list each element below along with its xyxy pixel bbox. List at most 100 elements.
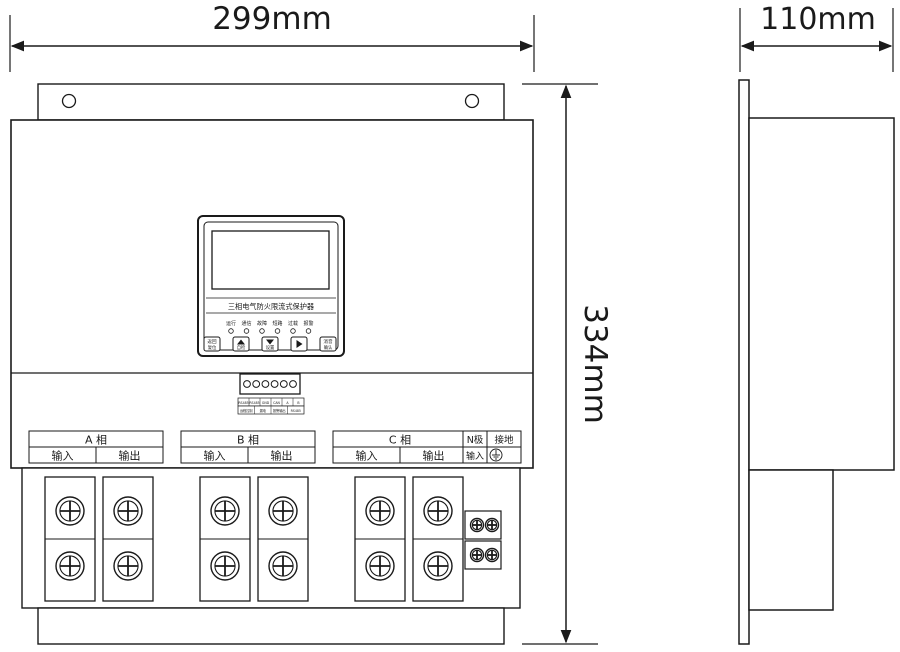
panel-button-1[interactable]: 自检	[232, 336, 250, 352]
screw-icon	[469, 517, 485, 533]
screw-icon	[113, 551, 143, 581]
terminal-group-1	[199, 476, 309, 602]
device-title: 三相电气防火限流式保护器	[228, 302, 314, 311]
indicator-led: 报警	[303, 320, 314, 334]
connector-top-label: RS485	[249, 401, 259, 405]
phase-table-2: C 相输入 输出	[332, 430, 468, 464]
screw-icon	[210, 496, 240, 526]
phase-table-1: B 相输入 输出	[180, 430, 316, 464]
side-mounting-plate	[738, 79, 750, 645]
indicator-led: 短路	[272, 320, 283, 334]
panel-button-3[interactable]	[290, 336, 308, 352]
phase-title: B 相	[237, 434, 259, 447]
led-dot-icon	[259, 328, 265, 334]
screw-icon	[55, 551, 85, 581]
top-mounting-bracket	[37, 83, 505, 121]
indicator-led: 故障	[257, 320, 267, 334]
indicator-label: 故障	[257, 320, 267, 327]
phase-output-label: 输出	[423, 449, 445, 463]
height-dimension: 334mm	[522, 83, 613, 645]
mounting-hole-right	[464, 93, 480, 109]
right-arrow-icon	[296, 340, 303, 348]
mounting-hole-left	[61, 93, 77, 109]
led-dot-icon	[243, 328, 250, 334]
side-view	[738, 79, 895, 645]
button-sublabel: 自检	[237, 344, 246, 351]
terminal-group-2	[354, 476, 464, 602]
terminal-group-0	[44, 476, 154, 602]
connector-top-label: GND	[262, 401, 270, 405]
neutral-ground-table: N极 接地 输入	[462, 430, 522, 464]
screw-icon	[484, 547, 500, 563]
phase-input-label: 输入	[52, 449, 74, 463]
led-dot-icon	[228, 328, 234, 334]
connector-pin	[252, 380, 261, 388]
indicator-led: 通信	[241, 320, 252, 334]
side-terminal-block	[748, 469, 834, 611]
phase-title: C 相	[389, 434, 411, 447]
screw-icon	[268, 496, 298, 526]
display-module: 三相电气防火限流式保护器 运行通信故障短路过载报警 返回复位自检设置消音确认	[197, 215, 345, 357]
screw-icon	[423, 496, 453, 526]
down-arrow-icon	[266, 339, 274, 345]
button-sublabel: 复位	[208, 344, 217, 351]
bottom-base-plate	[37, 607, 505, 645]
button-label: 返回	[207, 338, 217, 345]
connector-top-label: A	[286, 401, 289, 405]
led-dot-icon	[290, 328, 296, 334]
connector-bottom-label: 远程控制	[240, 408, 253, 413]
screw-icon	[469, 547, 485, 563]
connector-pin	[270, 380, 279, 388]
depth-dimension: 110mm	[739, 2, 894, 72]
neutral-input-label: 输入	[466, 450, 484, 462]
indicator-label: 通信	[241, 320, 251, 327]
indicator-label: 报警	[303, 320, 313, 327]
ground-icon	[489, 448, 503, 462]
screw-icon	[113, 496, 143, 526]
connector-pin	[279, 380, 288, 388]
phase-title: A 相	[85, 434, 107, 447]
width-dimension: 299mm	[9, 1, 535, 72]
connector-top-label: RS485	[238, 401, 248, 405]
button-label: 消音	[323, 338, 333, 345]
screw-icon	[365, 496, 395, 526]
led-dot-icon	[274, 328, 281, 334]
screw-icon	[423, 551, 453, 581]
up-arrow-icon	[237, 339, 245, 345]
indicator-led: 运行	[226, 320, 236, 334]
height-dimension-label: 334mm	[577, 304, 613, 424]
screw-icon	[268, 551, 298, 581]
phase-output-label: 输出	[271, 449, 293, 463]
button-sublabel: 设置	[266, 344, 275, 351]
connector-top-label: B	[297, 401, 299, 405]
ground-title: 接地	[494, 434, 514, 446]
side-enclosure	[748, 117, 895, 471]
connector-bottom-label: 漏电	[260, 408, 267, 413]
indicator-label: 短路	[272, 320, 282, 327]
phase-input-label: 输入	[204, 449, 226, 463]
connector-top-label: CAN	[273, 401, 280, 405]
phase-table-0: A 相输入 输出	[28, 430, 164, 464]
connector-bottom-label: RS485	[291, 409, 301, 413]
panel-button-2[interactable]: 设置	[261, 336, 279, 352]
width-dimension-label: 299mm	[212, 1, 332, 37]
lcd-screen	[211, 230, 330, 290]
screw-icon	[484, 517, 500, 533]
indicator-label: 过载	[288, 320, 298, 327]
phase-input-label: 输入	[356, 449, 378, 463]
neutral-ground-terminals	[464, 510, 502, 570]
indicator-label: 运行	[226, 320, 236, 327]
connector-bottom-label: 报警输出	[273, 408, 286, 413]
connector-pin	[261, 380, 270, 388]
depth-dimension-label: 110mm	[760, 2, 876, 37]
button-sublabel: 确认	[324, 344, 333, 351]
phase-output-label: 输出	[119, 449, 141, 463]
indicator-led: 过载	[288, 320, 298, 334]
led-dot-icon	[305, 328, 312, 334]
connector-pin	[289, 380, 297, 388]
screw-icon	[365, 551, 395, 581]
screw-icon	[210, 551, 240, 581]
